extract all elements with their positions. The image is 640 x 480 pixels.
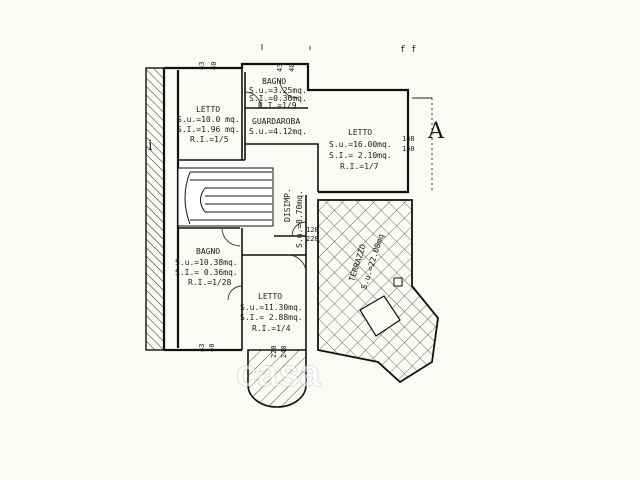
dim-bottom-d: 240 [280, 345, 288, 358]
room-su: S.u.=4.12mq. [249, 127, 307, 136]
room-ri: R.I.=1/4 [252, 324, 291, 333]
room-si: S.I.=1.96 mq. [177, 125, 240, 134]
room-letto-ne: LETTO S.u.=16.00mq. S.I.= 2.10mq. R.I.=1… [329, 128, 392, 171]
room-su: S.u.=10.38mq. [175, 258, 238, 267]
room-ri: R.I.=1/7 [340, 162, 379, 171]
room-bagno-n: BAGNO S.u.=3.25mq. S.I.=0.36mq. R.I.=1/9 [249, 77, 307, 110]
room-ri: R.I.=1/28 [188, 278, 232, 287]
top-ticks-text: f f [400, 45, 416, 55]
dim-right-a: 148 [402, 135, 415, 143]
watermark: casa [236, 353, 321, 395]
dim-bottom-b: 40 [208, 344, 216, 352]
door-swings [221, 79, 307, 301]
side-marker: i [148, 138, 153, 154]
room-si: S.I.= 2.10mq. [329, 151, 392, 160]
section-marker-A: A [427, 119, 445, 144]
room-si: S.I.=0.36mq. [249, 94, 307, 103]
room-su: S.u.=11.30mq. [240, 303, 303, 312]
room-name: LETTO [348, 128, 372, 137]
dim-top-b: 40 [210, 62, 218, 70]
room-su: S.u.=10.0 mq. [177, 115, 240, 124]
room-bagno-w: BAGNO S.u.=10.38mq. S.I.= 0.36mq. R.I.=1… [175, 247, 238, 287]
terrace [317, 199, 439, 384]
room-guardaroba: GUARDAROBA S.u.=4.12mq. [249, 117, 307, 136]
room-letto-s: LETTO S.u.=11.30mq. S.I.= 2.88mq. R.I.=1… [240, 292, 303, 333]
section-marker-group: A [412, 97, 445, 192]
room-si: S.I.= 0.36mq. [175, 268, 238, 277]
west-exterior-wall [145, 67, 165, 351]
room-letto-nw: LETTO S.u.=10.0 mq. S.I.=1.96 mq. R.I.=1… [177, 105, 240, 144]
dim-bagno-a: 43 [276, 64, 284, 72]
room-su: S.u.=16.00mq. [329, 140, 392, 149]
dim-bottom-a: 43 [198, 344, 206, 352]
room-name: LETTO [196, 105, 220, 114]
dim-door-a: 128 [306, 226, 319, 234]
dim-right-b: 150 [402, 145, 415, 153]
room-name: BAGNO [262, 77, 286, 86]
room-name: BAGNO [196, 247, 220, 256]
dim-top-a: 43 [198, 62, 206, 70]
room-name: LETTO [258, 292, 282, 301]
room-su: S.u.=3.25mq. [249, 86, 307, 95]
dim-bagno-b: 40 [288, 64, 296, 72]
room-name: DISIMP. [283, 188, 292, 222]
room-disimp: DISIMP. S.u.=8.70mq. [283, 188, 304, 248]
room-ri: R.I.=1/9 [258, 101, 297, 110]
south-balcony [247, 349, 307, 408]
dim-door-b: 228 [306, 235, 319, 243]
staircase [177, 167, 274, 227]
dim-bottom-c: 220 [270, 345, 278, 358]
room-si: S.I.= 2.88mq. [240, 313, 303, 322]
interior-walls [178, 68, 319, 350]
room-su: S.u.=8.70mq. [295, 190, 304, 248]
room-name: GUARDAROBA [252, 117, 300, 126]
room-ri: R.I.=1/5 [190, 135, 229, 144]
